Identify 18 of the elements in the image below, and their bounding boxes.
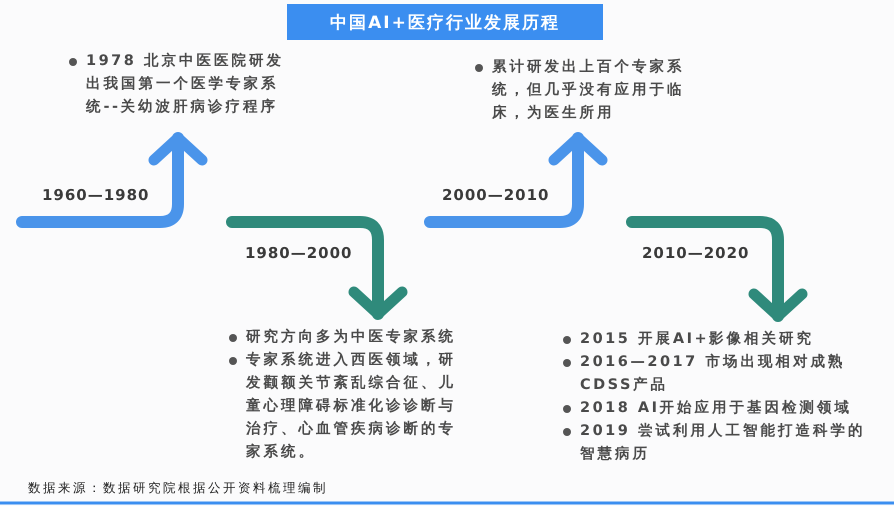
bullet-item: 2015 开展AI+影像相关研究 bbox=[562, 328, 880, 351]
bullet-item: 累计研发出上百个专家系统，但几乎没有应用于临床，为医生所用 bbox=[474, 56, 692, 125]
bullet-item: 研究方向多为中医专家系统 bbox=[228, 326, 464, 349]
bullet-item: 2016—2017 市场出现相对成熟CDSS产品 bbox=[562, 351, 880, 397]
bullet-item: 2019 尝试利用人工智能打造科学的智慧病历 bbox=[562, 420, 880, 466]
bullet-item: 2018 AI开始应用于基因检测领域 bbox=[562, 397, 880, 420]
period-label: 2010—2020 bbox=[642, 244, 750, 262]
source-note: 数据来源：数据研究院根据公开资料梳理编制 bbox=[28, 480, 328, 497]
period-label: 1960—1980 bbox=[42, 186, 150, 204]
period-label: 2000—2010 bbox=[442, 186, 550, 204]
title-banner: 中国AI+医疗行业发展历程 bbox=[287, 4, 603, 40]
period-label: 1980—2000 bbox=[245, 244, 352, 262]
bent-arrow bbox=[226, 216, 408, 320]
bullet-item: 专家系统进入西医领域，研发颧额关节紊乱综合征、儿童心理障碍标准化诊诊断与治疗、心血管疾病诊断的专家系统。 bbox=[228, 349, 464, 464]
bullet-item: 1978 北京中医医院研发出我国第一个医学专家系统--关幼波肝病诊疗程序 bbox=[68, 50, 286, 119]
bent-arrow bbox=[424, 132, 608, 228]
bent-arrow bbox=[16, 132, 208, 228]
bent-arrow bbox=[626, 216, 808, 322]
